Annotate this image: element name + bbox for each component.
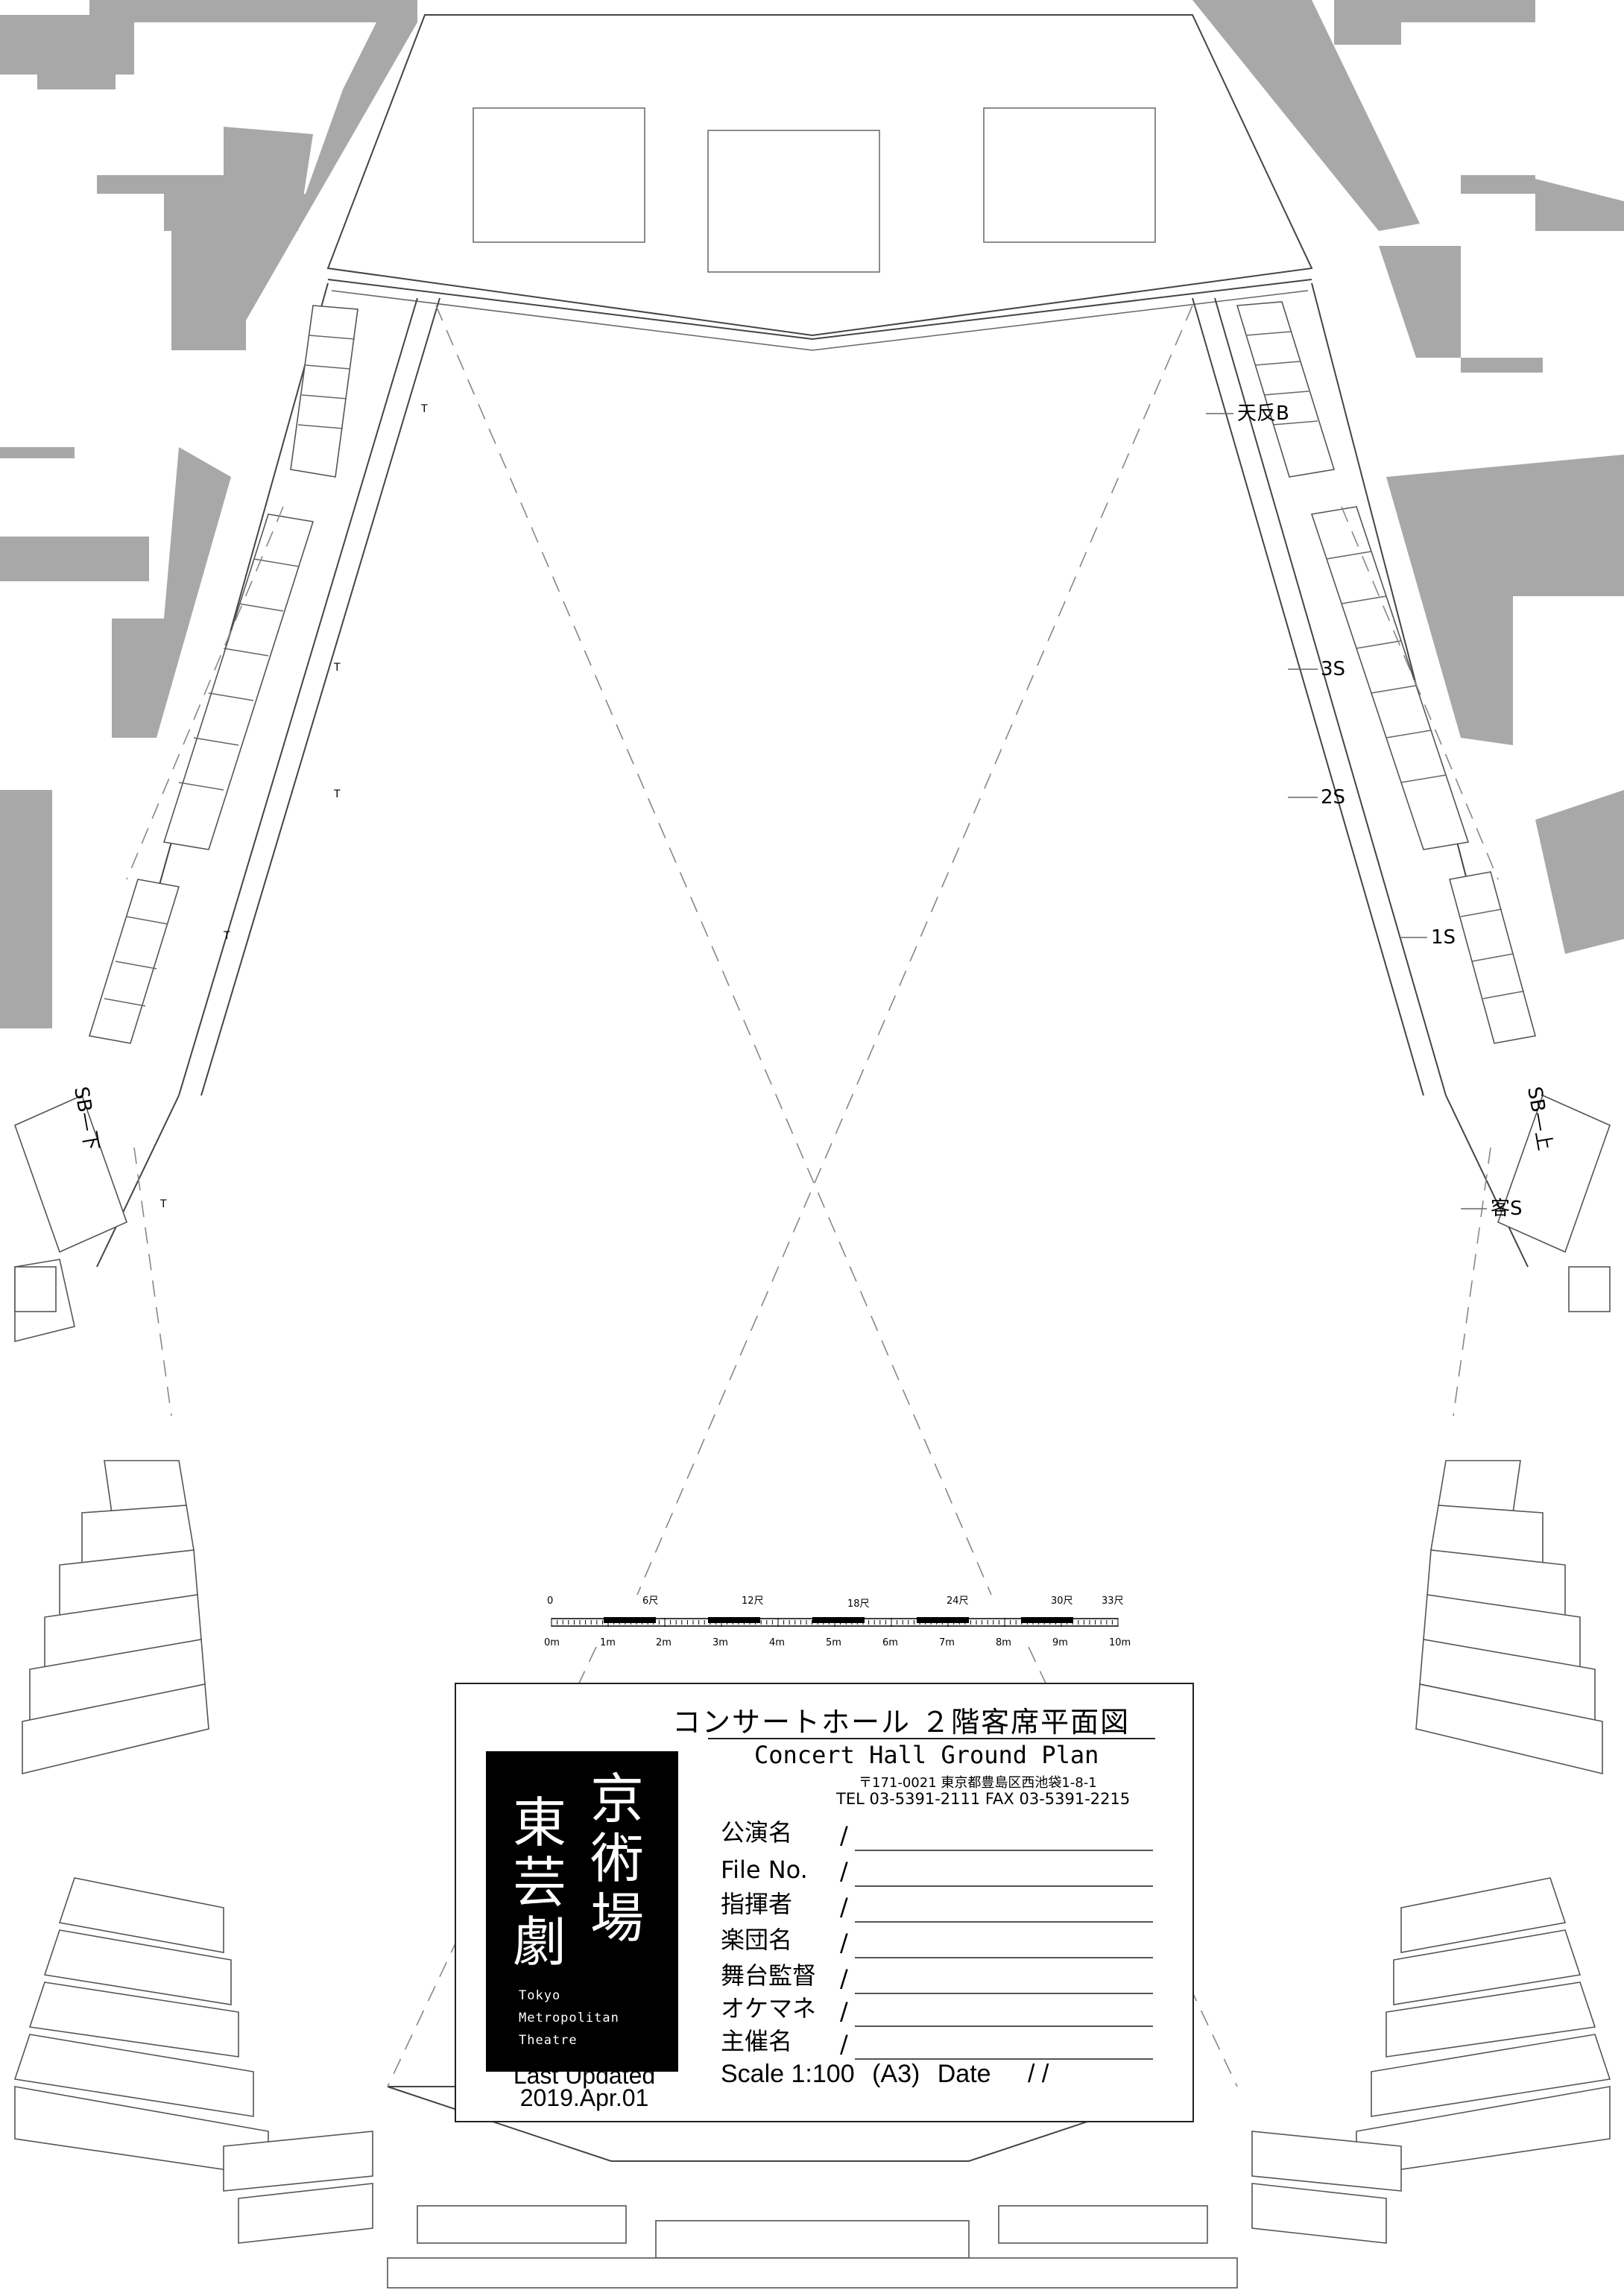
- theatre-logo: 京 術 場 東 芸 劇 Tokyo Metropolitan Theatre: [486, 1751, 678, 2072]
- logo-char: 術: [590, 1827, 645, 1890]
- corner-seats: [13, 1094, 1611, 1343]
- field-line: [855, 2058, 1153, 2060]
- last-updated-date: 2019.Apr.01: [519, 2084, 649, 2111]
- scale-shaku-label: 18尺: [847, 1598, 870, 1610]
- logo-text: Tokyo: [519, 1988, 561, 2003]
- tel-fax: TEL 03-5391-2111 FAX 03-5391-2215: [836, 1790, 1131, 1808]
- last-updated-label: Last Updated: [513, 2062, 656, 2089]
- field-conductor[interactable]: 指揮者 /: [721, 1890, 1153, 1923]
- label-tenhan: 天反B: [1237, 402, 1289, 425]
- logo-char: 芸: [513, 1851, 567, 1914]
- field-line: [855, 1850, 1153, 1851]
- field-label: 楽団名: [721, 1926, 793, 1954]
- scale-meter-label: 9m: [1052, 1637, 1068, 1648]
- field-line: [855, 1885, 1153, 1887]
- scale-meter-label: 7m: [939, 1637, 955, 1648]
- field-slash: /: [840, 1821, 848, 1850]
- scale-shaku-label: 24尺: [947, 1596, 969, 1607]
- field-slash: /: [840, 1929, 848, 1957]
- scale-meter-label: 6m: [882, 1637, 898, 1648]
- label-2s: 2S: [1321, 786, 1345, 809]
- date-label: Date: [937, 2060, 991, 2088]
- scale-meter-label: 2m: [656, 1637, 672, 1648]
- plan-title-ja: コンサートホール ２階客席平面図: [672, 1706, 1131, 1739]
- logo-text: Metropolitan: [519, 2011, 619, 2025]
- title-underline: [708, 1738, 1155, 1739]
- field-organizer[interactable]: 主催名 /: [721, 2027, 1153, 2060]
- scale-label: Scale: [721, 2060, 785, 2088]
- wall-blocks: [0, 0, 1624, 1028]
- scale-shaku-label: 12尺: [742, 1596, 764, 1607]
- field-slash: /: [840, 1893, 848, 1921]
- field-slash: /: [840, 1857, 848, 1885]
- title-block: コンサートホール ２階客席平面図 Concert Hall Ground Pla…: [455, 1683, 1194, 2122]
- logo-char: 劇: [513, 1911, 567, 1973]
- scale-meter-label: 4m: [769, 1637, 785, 1648]
- seats-lower-right: [1251, 1460, 1611, 2244]
- stage: [326, 14, 1313, 351]
- field-performance-name[interactable]: 公演名 /: [721, 1818, 1153, 1851]
- field-label: 舞台監督: [721, 1961, 817, 1990]
- tick-mark: T: [333, 662, 341, 674]
- tick-mark: T: [333, 788, 341, 800]
- label-kyaku-s: 客S: [1491, 1198, 1523, 1220]
- scale-row: Scale 1:100 (A3) Date / /: [721, 2060, 1049, 2089]
- logo-char: 京: [590, 1768, 645, 1830]
- field-label: 公演名: [721, 1818, 793, 1847]
- scale-meter-label: 0m: [544, 1637, 560, 1648]
- field-line: [855, 1921, 1153, 1923]
- plan-title-en: Concert Hall Ground Plan: [754, 1741, 1099, 1769]
- scale-meter-label: 5m: [826, 1637, 841, 1648]
- seats-bottom-center: [387, 2086, 1238, 2289]
- scale-meter-label: 3m: [713, 1637, 728, 1648]
- date-value[interactable]: / /: [1028, 2060, 1049, 2088]
- label-3s: 3S: [1321, 658, 1345, 680]
- logo-char: 東: [513, 1791, 567, 1854]
- field-line: [855, 1993, 1153, 1994]
- field-label: 主催名: [721, 2027, 793, 2055]
- side-seats-right: [1236, 301, 1537, 1044]
- scale-value: 1:100: [791, 2060, 855, 2088]
- logo-text: Theatre: [519, 2033, 578, 2048]
- field-orchestra-manager[interactable]: オケマネ /: [721, 1994, 1153, 2027]
- last-updated: Last Updated 2019.Apr.01: [480, 2062, 689, 2111]
- tick-marks: T T T T T: [159, 403, 428, 1210]
- scale-meter-label: 8m: [996, 1637, 1011, 1648]
- field-file-no[interactable]: File No. /: [721, 1854, 1153, 1887]
- scale-bar: 0 6尺 12尺 18尺 24尺 30尺 33尺 0m 1m 2m 3m 4m …: [544, 1596, 1131, 1648]
- field-line: [855, 2025, 1153, 2027]
- field-line: [855, 1957, 1153, 1958]
- scale-meter-label: 10m: [1109, 1637, 1131, 1648]
- scale-shaku-label: 33尺: [1102, 1596, 1124, 1607]
- field-slash: /: [840, 1997, 848, 2025]
- scale-shaku-label: 6尺: [642, 1596, 658, 1607]
- scale-meter-label: 1m: [600, 1637, 616, 1648]
- seats-lower-left: [13, 1460, 373, 2244]
- scale-shaku-label: 0: [547, 1596, 553, 1607]
- paper-size: (A3): [872, 2060, 920, 2088]
- scale-shaku-label: 30尺: [1051, 1596, 1073, 1607]
- tick-mark: T: [420, 403, 428, 415]
- address: 〒171-0021 東京都豊島区西池袋1-8-1: [859, 1775, 1097, 1791]
- tick-mark: T: [223, 930, 230, 942]
- field-label: File No.: [721, 1856, 808, 1884]
- field-label: 指揮者: [721, 1890, 793, 1918]
- field-slash: /: [840, 2030, 848, 2058]
- label-1s: 1S: [1431, 926, 1456, 949]
- field-label: オケマネ: [721, 1994, 817, 2023]
- logo-char: 場: [590, 1887, 645, 1949]
- field-orchestra[interactable]: 楽団名 /: [721, 1926, 1153, 1958]
- field-slash: /: [840, 1964, 848, 1993]
- field-stage-manager[interactable]: 舞台監督 /: [721, 1961, 1153, 1994]
- side-seats-left: [88, 305, 358, 1044]
- tick-mark: T: [159, 1198, 167, 1210]
